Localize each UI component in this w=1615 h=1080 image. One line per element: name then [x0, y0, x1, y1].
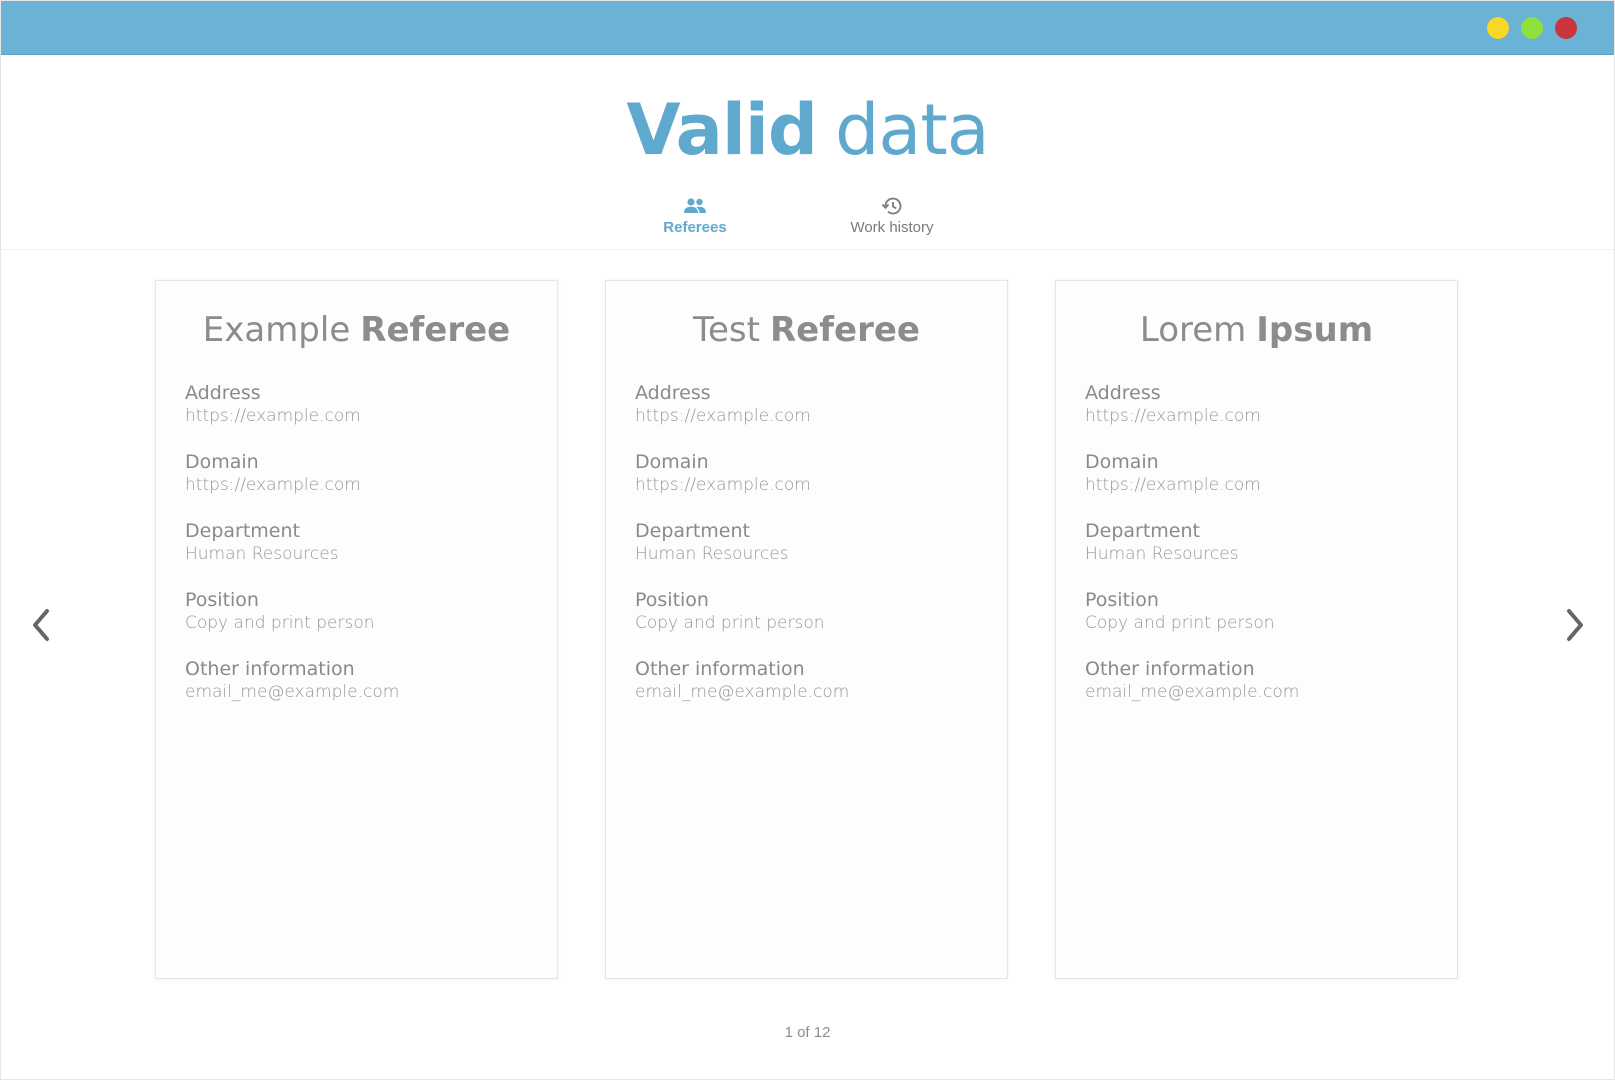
field-label: Domain	[185, 451, 259, 473]
chevron-right-icon	[1567, 609, 1583, 641]
card-fields: Address https://example.com Domain https…	[156, 381, 557, 703]
field-label: Address	[185, 382, 261, 404]
tab-work-history-label: Work history	[850, 219, 934, 236]
next-button[interactable]	[1553, 605, 1593, 645]
field-value: email_me@example.com	[635, 682, 850, 702]
field-department: Department Human Resources	[635, 519, 1007, 565]
field-value: Copy and print person	[1085, 613, 1275, 633]
card-first-name: Example	[202, 310, 351, 350]
app-title-light: data	[835, 89, 990, 171]
tab-referees[interactable]: Referees	[615, 195, 775, 236]
maximize-button[interactable]	[1521, 17, 1543, 39]
card-last-name: Ipsum	[1256, 310, 1374, 350]
history-icon	[880, 195, 904, 217]
field-position: Position Copy and print person	[185, 588, 557, 634]
field-position: Position Copy and print person	[1085, 588, 1457, 634]
field-value: Human Resources	[185, 544, 339, 564]
field-label: Department	[1085, 520, 1200, 542]
field-department: Department Human Resources	[185, 519, 557, 565]
card-fields: Address https://example.com Domain https…	[606, 381, 1007, 703]
field-label: Department	[185, 520, 300, 542]
field-domain: Domain https://example.com	[635, 450, 1007, 496]
field-department: Department Human Resources	[1085, 519, 1457, 565]
card-first-name: Lorem	[1139, 310, 1247, 350]
app-title-bold: Valid	[626, 89, 818, 171]
field-address: Address https://example.com	[185, 381, 557, 427]
field-address: Address https://example.com	[1085, 381, 1457, 427]
field-label: Other information	[635, 658, 805, 680]
field-value: https://example.com	[1085, 475, 1261, 495]
field-label: Address	[1085, 382, 1161, 404]
card-last-name: Referee	[769, 310, 920, 350]
minimize-button[interactable]	[1487, 17, 1509, 39]
card-first-name: Test	[693, 310, 760, 350]
field-domain: Domain https://example.com	[185, 450, 557, 496]
field-domain: Domain https://example.com	[1085, 450, 1457, 496]
field-label: Domain	[1085, 451, 1159, 473]
card-fields: Address https://example.com Domain https…	[1056, 381, 1457, 703]
chevron-left-icon	[33, 609, 49, 641]
field-value: Copy and print person	[635, 613, 825, 633]
field-value: https://example.com	[1085, 406, 1261, 426]
tab-work-history[interactable]: Work history	[812, 195, 972, 236]
pagination-indicator: 1 of 12	[784, 1024, 831, 1041]
field-value: Human Resources	[1085, 544, 1239, 564]
field-other-information: Other information email_me@example.com	[185, 657, 557, 703]
field-other-information: Other information email_me@example.com	[635, 657, 1007, 703]
card-last-name: Referee	[360, 310, 511, 350]
field-label: Other information	[185, 658, 355, 680]
field-value: https://example.com	[185, 406, 361, 426]
field-label: Department	[635, 520, 750, 542]
field-label: Domain	[635, 451, 709, 473]
previous-button[interactable]	[23, 605, 63, 645]
field-label: Position	[185, 589, 259, 611]
tab-referees-label: Referees	[663, 219, 727, 236]
field-value: email_me@example.com	[1085, 682, 1300, 702]
people-icon	[683, 195, 707, 217]
field-address: Address https://example.com	[635, 381, 1007, 427]
field-position: Position Copy and print person	[635, 588, 1007, 634]
field-label: Position	[1085, 589, 1159, 611]
field-other-information: Other information email_me@example.com	[1085, 657, 1457, 703]
field-value: https://example.com	[635, 475, 811, 495]
title-bar	[1, 1, 1614, 55]
field-value: Copy and print person	[185, 613, 375, 633]
field-value: https://example.com	[185, 475, 361, 495]
field-value: email_me@example.com	[185, 682, 400, 702]
field-label: Address	[635, 382, 711, 404]
field-value: https://example.com	[635, 406, 811, 426]
field-value: Human Resources	[635, 544, 789, 564]
field-label: Position	[635, 589, 709, 611]
field-label: Other information	[1085, 658, 1255, 680]
close-button[interactable]	[1555, 17, 1577, 39]
